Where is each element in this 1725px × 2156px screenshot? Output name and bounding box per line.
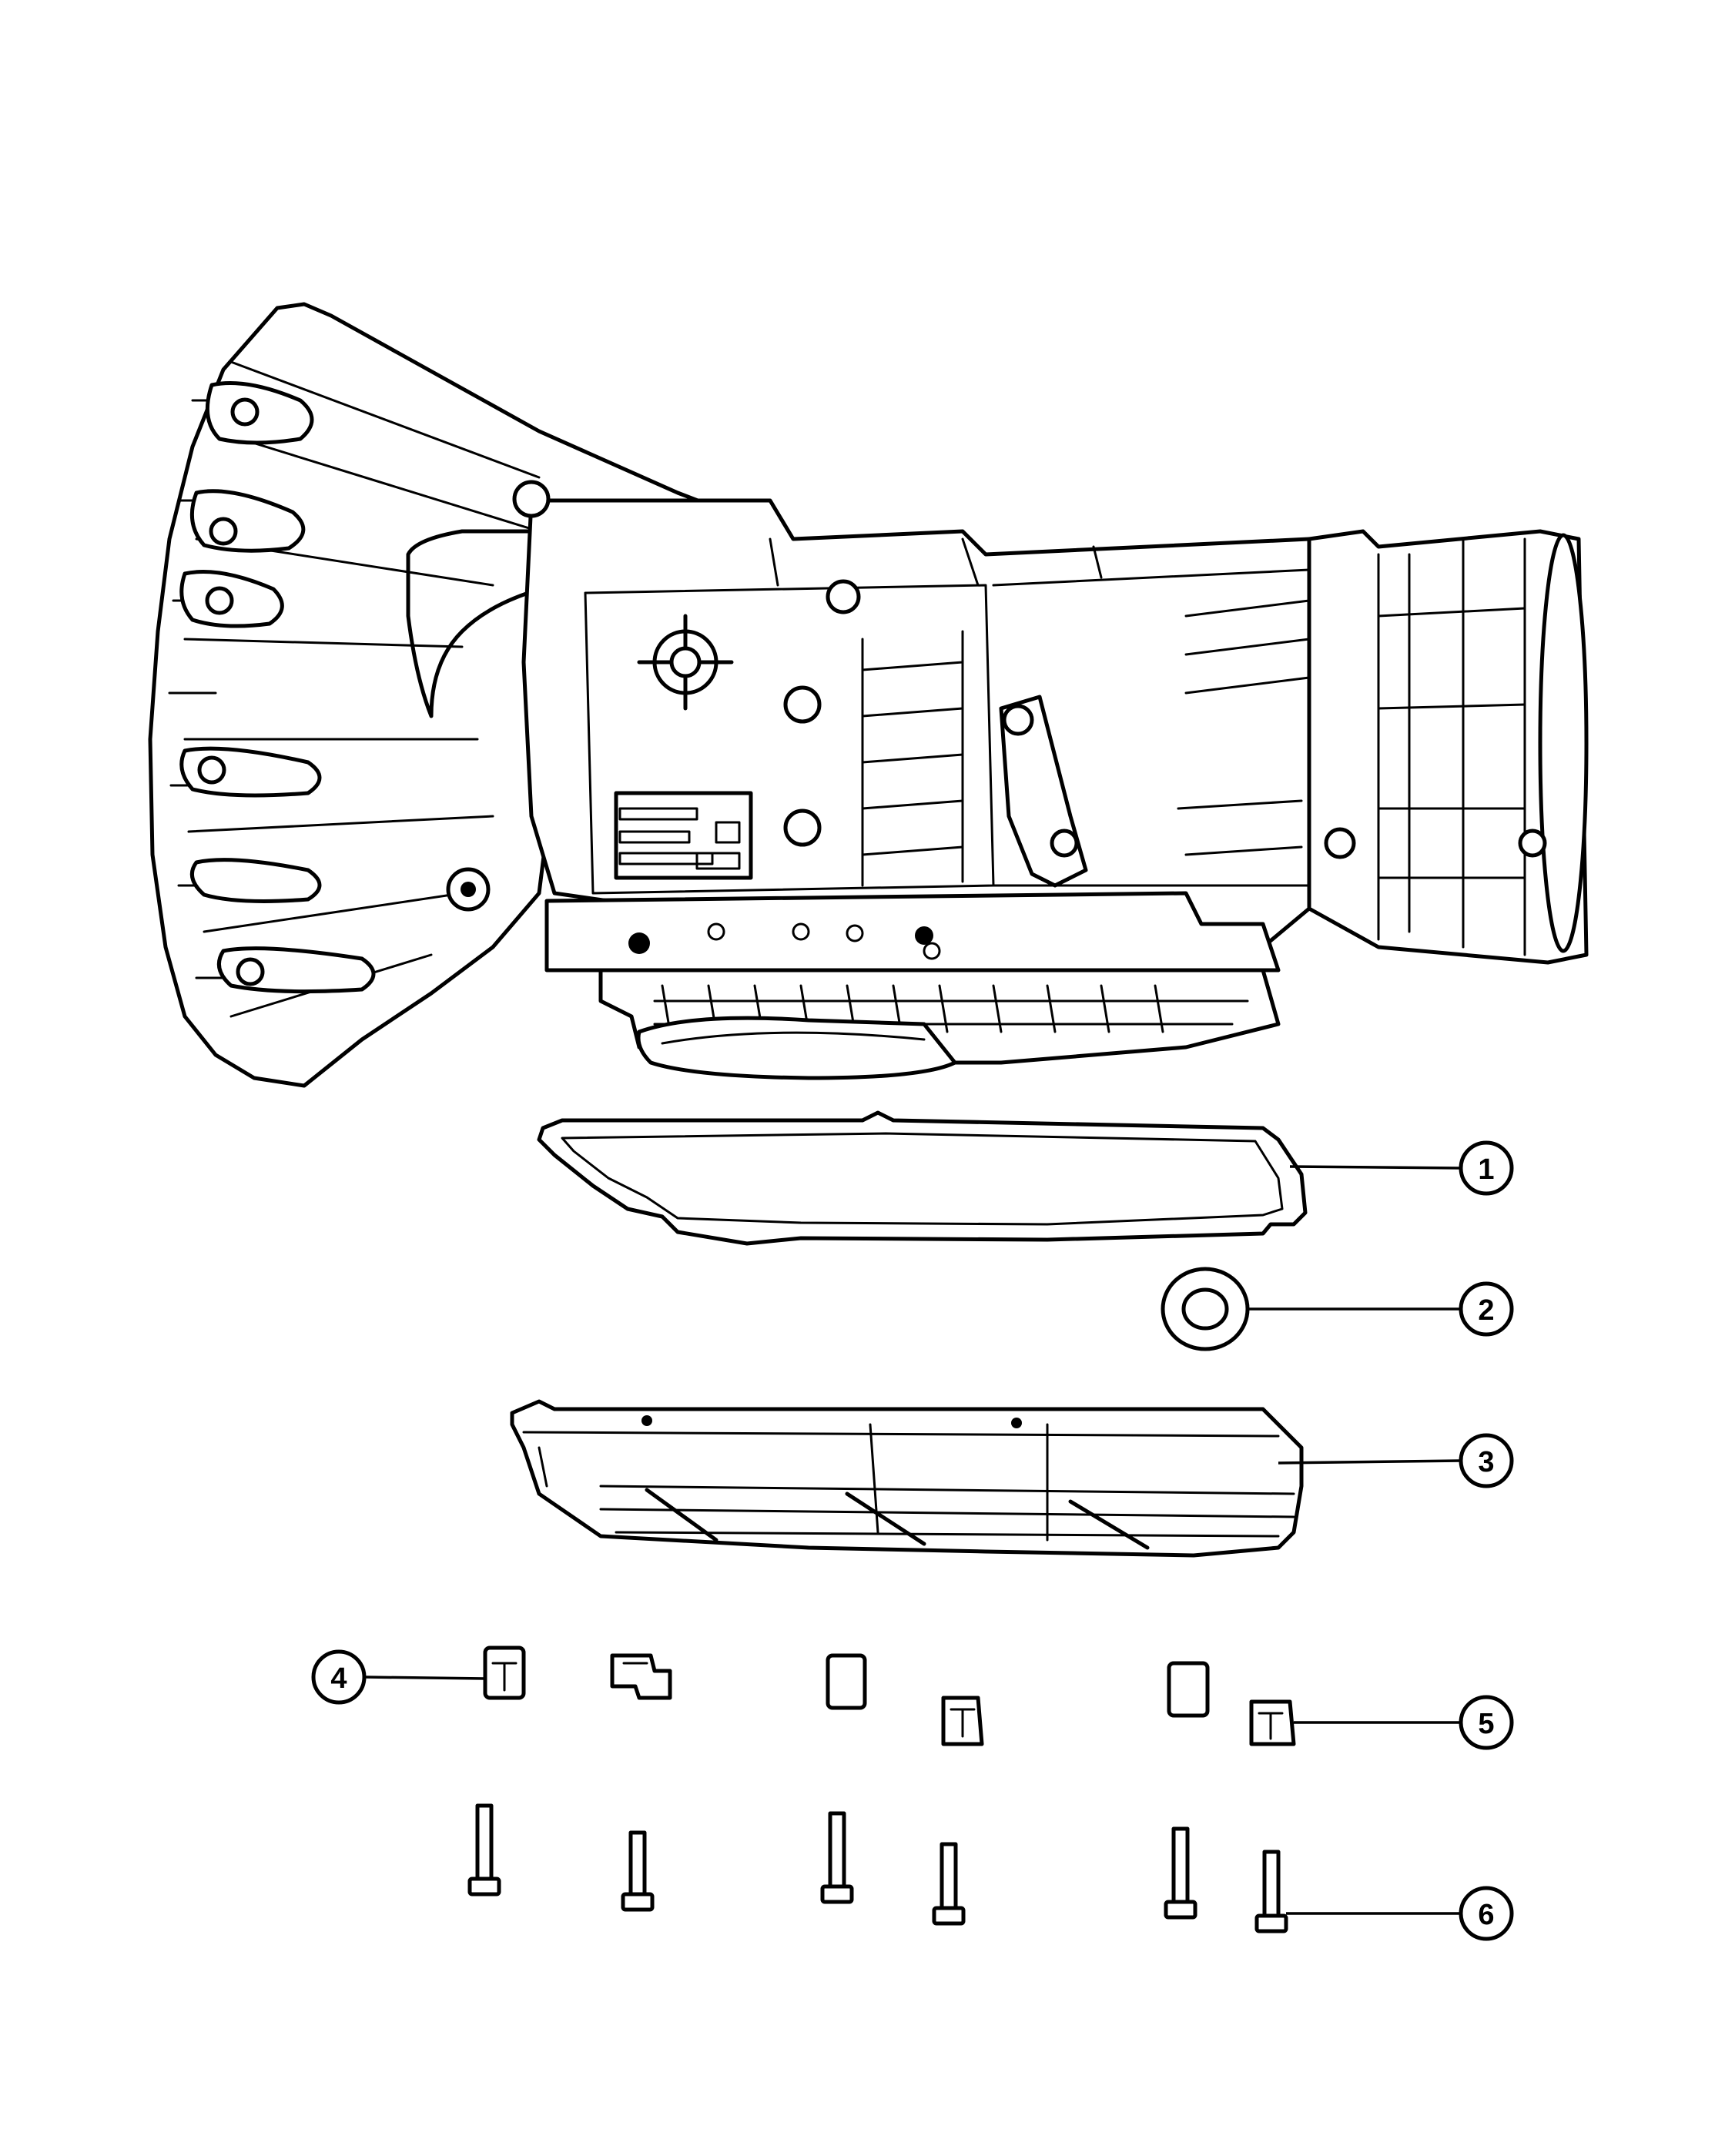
callout-4-label: 4 xyxy=(330,1662,347,1695)
clip-4 xyxy=(941,1696,984,1746)
pan-gasket xyxy=(537,1110,1308,1246)
clip-5 xyxy=(1167,1661,1210,1718)
clip-3 xyxy=(826,1653,867,1710)
leader-4 xyxy=(365,1676,486,1680)
bolt-3 xyxy=(820,1811,854,1904)
bolt-6 xyxy=(1254,1850,1288,1933)
oil-filter xyxy=(636,1016,957,1080)
callout-2: 2 xyxy=(1459,1281,1514,1337)
pan-clips xyxy=(483,1645,1296,1746)
clip-2 xyxy=(610,1653,672,1700)
callout-1: 1 xyxy=(1459,1140,1514,1196)
callout-3-label: 3 xyxy=(1478,1446,1494,1478)
leader-1 xyxy=(1289,1165,1462,1170)
callout-6-label: 6 xyxy=(1478,1899,1494,1931)
clip-6 xyxy=(1249,1699,1296,1746)
bolt-5 xyxy=(1164,1826,1197,1920)
callout-5-label: 5 xyxy=(1478,1708,1494,1740)
id-label-plate xyxy=(614,791,753,880)
pan-bolts xyxy=(467,1803,1288,1933)
callout-5: 5 xyxy=(1459,1695,1514,1750)
case-bosses xyxy=(446,480,861,912)
oil-pan xyxy=(510,1399,1304,1558)
bolt-2 xyxy=(621,1830,655,1912)
valve-body-plate xyxy=(544,891,1281,973)
transmission-assembly xyxy=(148,302,1589,1088)
leader-lines xyxy=(365,1165,1462,1915)
bolt-4 xyxy=(932,1842,966,1926)
callout-6: 6 xyxy=(1459,1886,1514,1941)
callout-4: 4 xyxy=(311,1649,367,1705)
callout-1-label: 1 xyxy=(1478,1153,1494,1186)
callout-2-label: 2 xyxy=(1478,1294,1494,1327)
bolt-1 xyxy=(467,1803,501,1897)
seal-washer xyxy=(1161,1267,1250,1351)
clip-1 xyxy=(483,1645,526,1700)
callout-3: 3 xyxy=(1459,1433,1514,1488)
main-case xyxy=(521,498,1381,949)
leader-3 xyxy=(1278,1459,1462,1465)
bell-housing-bosses xyxy=(179,381,376,994)
